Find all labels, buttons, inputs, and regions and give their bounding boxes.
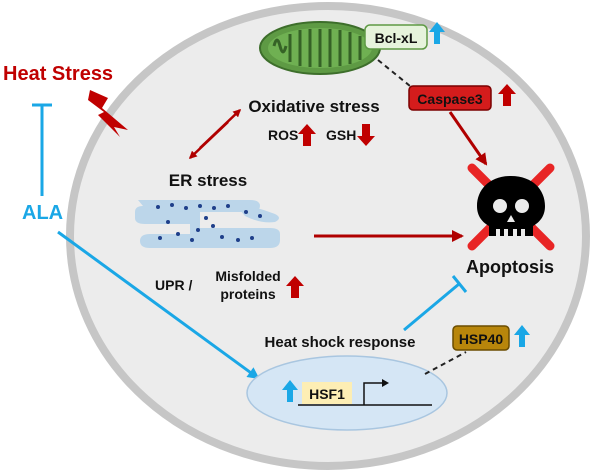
gsh-label: GSH	[326, 127, 356, 143]
ala-to-hsf1-arrow	[57, 230, 260, 380]
bcl-xl-up-arrow-icon	[429, 22, 445, 44]
bcl-caspase-dashed-link	[377, 59, 411, 87]
heat-shock-response-label: Heat shock response	[265, 334, 416, 351]
hsp40-up-arrow-icon	[514, 325, 530, 347]
caspase3-label: Caspase3	[417, 91, 483, 107]
hsf1-box	[302, 382, 352, 404]
hsf1-label: HSF1	[309, 386, 345, 402]
hsp40-box	[452, 325, 510, 351]
misfolded-label-line1: Misfolded	[215, 268, 280, 284]
oxidative-to-er-arrow	[188, 121, 229, 160]
endoplasmic-reticulum-icon	[135, 200, 280, 248]
hsp40-label: HSP40	[459, 331, 504, 347]
apoptosis-label: Apoptosis	[466, 257, 554, 277]
bcl-xl-box	[364, 24, 428, 50]
hsr-inhibition-line	[403, 282, 460, 332]
hsf1-up-arrow-icon	[282, 380, 298, 402]
caspase3-up-arrow-icon	[498, 84, 516, 106]
misfolded-label-line2: proteins	[220, 286, 275, 302]
lightning-bolt-icon	[88, 90, 128, 137]
ros-up-arrow-icon	[298, 124, 316, 146]
misfolded-up-arrow-icon	[286, 276, 304, 298]
nucleus-hsp40-dashed-link	[424, 351, 467, 375]
ala-label: ALA	[22, 202, 63, 224]
caspase-to-apoptosis-arrow	[448, 111, 488, 166]
gsh-down-arrow-icon	[357, 124, 375, 146]
hsr-inhibition-bar	[451, 275, 468, 293]
caspase3-box	[408, 85, 492, 111]
upr-label: UPR /	[155, 277, 192, 293]
skull-crossed-icon	[467, 163, 555, 251]
mitochondrion-icon	[259, 21, 381, 75]
bcl-xl-label: Bcl-xL	[375, 30, 418, 46]
oxidative-stress-label: Oxidative stress	[248, 97, 379, 116]
heat-stress-label: Heat Stress	[3, 63, 113, 85]
gene-promoter-icon	[298, 379, 432, 406]
ros-label: ROS	[268, 127, 298, 143]
er-stress-label: ER stress	[169, 171, 247, 190]
